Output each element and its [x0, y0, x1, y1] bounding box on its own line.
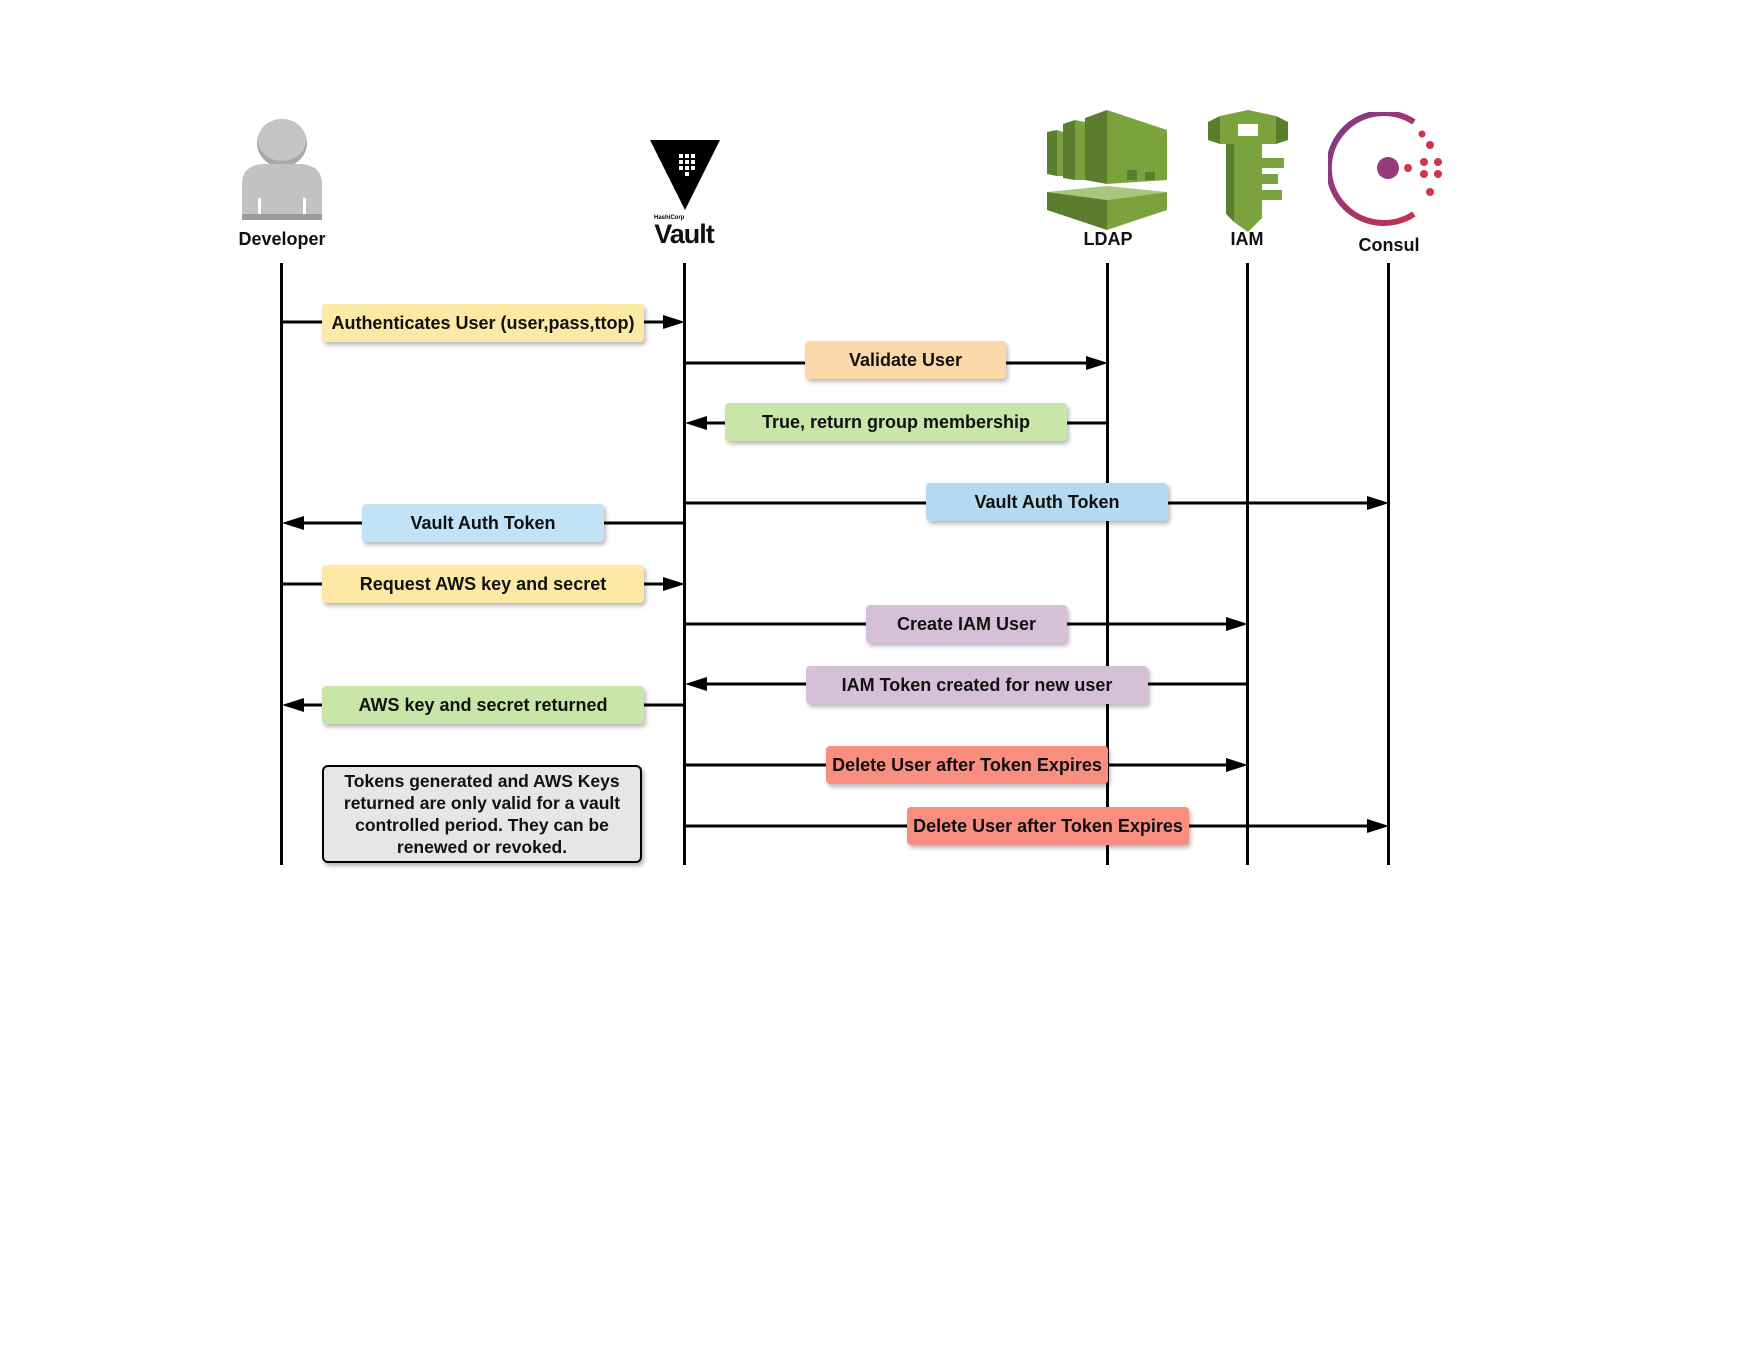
message-label-delete-user-iam: Delete User after Token Expires: [826, 746, 1108, 784]
note-text: Tokens generated and AWS Keys returned a…: [343, 771, 621, 857]
message-label-delete-user-consul: Delete User after Token Expires: [907, 807, 1189, 845]
message-label-aws-key-returned: AWS key and secret returned: [322, 686, 644, 724]
person-icon: [242, 119, 322, 220]
lifeline-developer: [280, 263, 283, 865]
message-label-validate-user: Validate User: [805, 341, 1006, 379]
arrow-head-7: [685, 677, 707, 691]
note-box: Tokens generated and AWS Keys returned a…: [322, 765, 642, 863]
lifeline-ldap: [1106, 263, 1109, 865]
message-label-request-aws-key: Request AWS key and secret: [322, 565, 644, 603]
message-label-group-membership: True, return group membership: [725, 403, 1067, 441]
arrow-head-3: [1367, 496, 1389, 510]
arrow-head-10: [1367, 819, 1389, 833]
message-label-auth-token-consul: Vault Auth Token: [926, 483, 1168, 521]
arrow-head-2: [685, 416, 707, 430]
arrow-head-1: [1086, 356, 1108, 370]
arrow-head-0: [663, 315, 685, 329]
actor-label-developer: Developer: [238, 229, 326, 249]
actor-label-vault: Vault: [654, 219, 715, 249]
message-label-auth-token-developer: Vault Auth Token: [362, 504, 604, 542]
arrow-head-4: [282, 516, 304, 530]
lifeline-consul: [1387, 263, 1390, 865]
message-label-create-iam-user: Create IAM User: [866, 605, 1067, 643]
arrow-head-5: [663, 577, 685, 591]
consul-logo-icon: [1328, 112, 1442, 226]
vault-logo-icon: [650, 140, 720, 210]
message-label-iam-token-created: IAM Token created for new user: [806, 666, 1148, 704]
aws-iam-key-icon: [1208, 110, 1288, 232]
actor-label-ldap: LDAP: [1083, 229, 1133, 249]
arrow-head-6: [1226, 617, 1248, 631]
lifeline-vault: [683, 263, 686, 865]
message-label-authenticate: Authenticates User (user,pass,ttop): [322, 304, 644, 342]
vault-logo-small-text: HashiCorp: [654, 215, 685, 221]
actor-label-iam: IAM: [1230, 229, 1264, 249]
actor-label-consul: Consul: [1358, 235, 1420, 255]
arrow-head-9: [1226, 758, 1248, 772]
arrow-head-8: [282, 698, 304, 712]
lifeline-iam: [1246, 263, 1249, 865]
aws-directory-service-icon: [1047, 110, 1167, 230]
